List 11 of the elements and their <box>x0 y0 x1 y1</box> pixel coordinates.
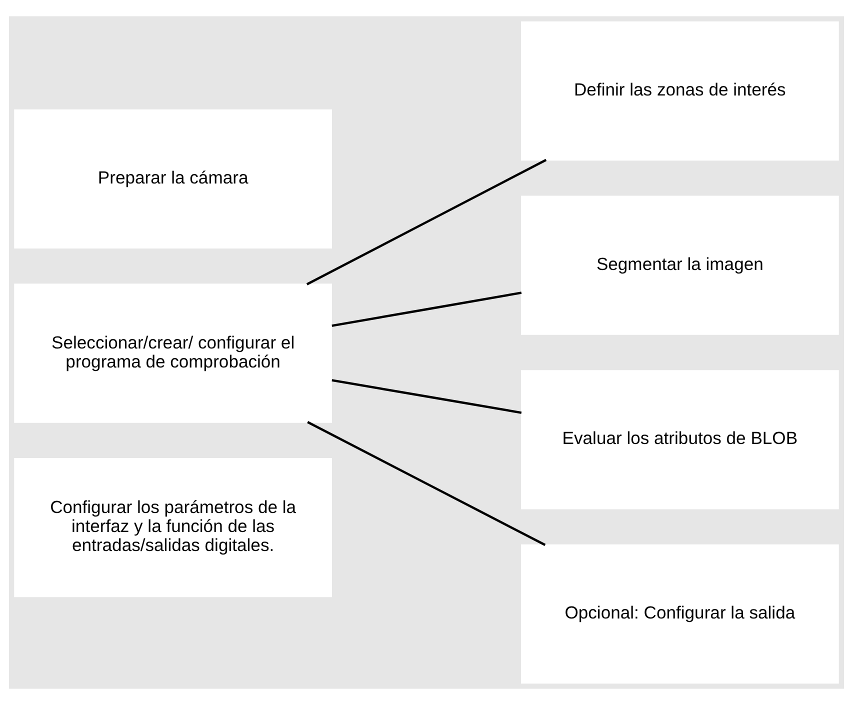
node-box: Preparar la cámara <box>14 108 332 248</box>
connector <box>331 291 522 326</box>
connector <box>306 158 546 285</box>
node-box: Opcional: Configurar la salida <box>520 544 838 684</box>
node-box: Segmentar la imagen <box>520 195 838 334</box>
connector <box>331 378 522 414</box>
connector <box>306 420 546 546</box>
node-box: Evaluar los atributos de BLOB <box>520 370 838 509</box>
node-box: Configurar los parámetros de la interfaz y la función de las entradas/salidas digitales. <box>14 457 332 597</box>
node-box: Seleccionar/crear/ configurar el programa de comprobación <box>14 283 332 422</box>
node-box: Definir las zonas de interés <box>520 20 838 160</box>
